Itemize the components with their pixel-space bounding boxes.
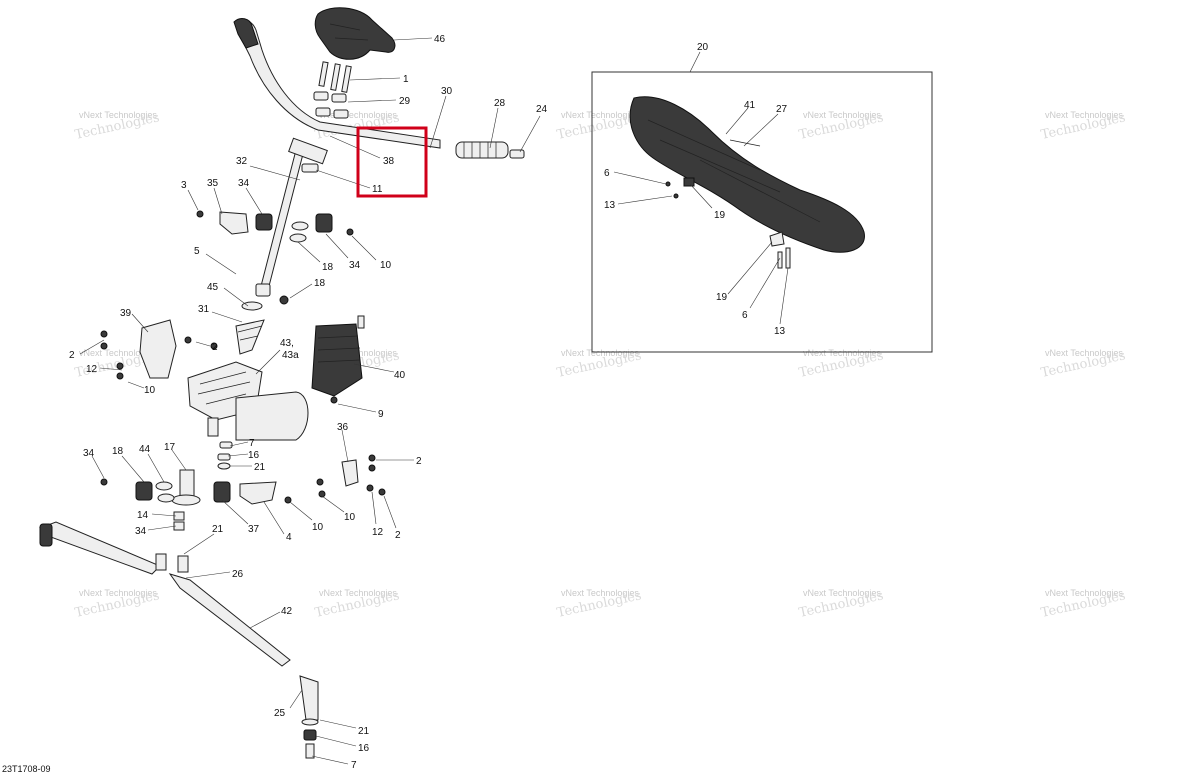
callout-label: 30 bbox=[441, 86, 453, 97]
callout-label: 2 bbox=[395, 530, 401, 541]
bolt-set-part bbox=[318, 61, 352, 93]
steering-column-part bbox=[255, 137, 328, 297]
watermark-text: vNext Technologies bbox=[1045, 588, 1123, 598]
watermark-text: vNext Technologies bbox=[561, 348, 639, 358]
callout-label: 27 bbox=[776, 104, 788, 115]
cover-part bbox=[311, 315, 365, 404]
callout-label: 44 bbox=[139, 444, 151, 455]
highlight-box bbox=[356, 126, 428, 198]
callout-label: 34 bbox=[238, 178, 250, 189]
watermark-text: vNext Technologies bbox=[1045, 348, 1123, 358]
watermark-text: vNext Technologies bbox=[79, 110, 157, 120]
callout-label: 12 bbox=[86, 364, 98, 375]
callout-label: 34 bbox=[135, 526, 147, 537]
callout-label: 24 bbox=[536, 104, 548, 115]
callout-label: 34 bbox=[349, 260, 361, 271]
callout-label: 39 bbox=[120, 308, 132, 319]
callout-label: 26 bbox=[232, 569, 244, 580]
callout-label: 18 bbox=[314, 278, 326, 289]
handlebar-part bbox=[233, 18, 441, 149]
callout-label: 7 bbox=[351, 760, 357, 771]
callout-label: 31 bbox=[198, 304, 210, 315]
callout-label: 1 bbox=[403, 74, 409, 85]
drawing-code: 23T1708-09 bbox=[2, 764, 51, 774]
handlebar-pad-part bbox=[629, 96, 865, 253]
callout-label: 35 bbox=[207, 178, 219, 189]
callout-label: 10 bbox=[380, 260, 392, 271]
callout-label: 38 bbox=[383, 156, 395, 167]
inset-label: 20 bbox=[697, 42, 709, 53]
callout-label: 2 bbox=[212, 342, 218, 353]
callout-label: 21 bbox=[212, 524, 224, 535]
callout-label: 21 bbox=[358, 726, 370, 737]
callout-label: 9 bbox=[378, 409, 384, 420]
watermark-text: vNext Technologies bbox=[319, 110, 397, 120]
watermark-text: vNext Technologies bbox=[803, 588, 881, 598]
handlebar-cover-part bbox=[314, 7, 396, 60]
callout-label: 14 bbox=[137, 510, 149, 521]
callout-label: 13 bbox=[604, 200, 616, 211]
callout-label: 19 bbox=[716, 292, 728, 303]
callout-label: 16 bbox=[358, 743, 370, 754]
callout-label: 19 bbox=[714, 210, 726, 221]
callout-label: 43a bbox=[282, 350, 299, 361]
callout-label: 21 bbox=[254, 462, 266, 473]
callout-labels: 46 1 29 30 28 24 38 11 32 3 35 34 34 18 … bbox=[69, 34, 788, 771]
watermark-text: vNext Technologies bbox=[803, 110, 881, 120]
right-bracket-part bbox=[316, 454, 386, 498]
callout-label: 42 bbox=[281, 606, 293, 617]
watermark-text: vNext Technologies bbox=[1045, 110, 1123, 120]
callout-label: 28 bbox=[494, 98, 506, 109]
callout-label: 10 bbox=[312, 522, 324, 533]
callout-label: 37 bbox=[248, 524, 260, 535]
callout-label: 46 bbox=[434, 34, 446, 45]
watermark-text: vNext Technologies bbox=[319, 588, 397, 598]
callout-label: 3 bbox=[181, 180, 187, 191]
callout-label: 10 bbox=[144, 385, 156, 396]
callout-label: 12 bbox=[372, 527, 384, 538]
mount-bracket-part bbox=[100, 319, 218, 380]
callout-label: 7 bbox=[249, 438, 255, 449]
callout-label: 6 bbox=[604, 168, 610, 179]
watermark-text: vNext Technologies bbox=[79, 348, 157, 358]
callout-label: 2 bbox=[69, 350, 75, 361]
callout-label: 32 bbox=[236, 156, 248, 167]
inset-box bbox=[591, 71, 933, 353]
callout-label: 43, bbox=[280, 338, 294, 349]
callout-label: 10 bbox=[344, 512, 356, 523]
callout-label: 40 bbox=[394, 370, 406, 381]
callout-label: 41 bbox=[744, 100, 756, 111]
power-steering-unit-part bbox=[187, 361, 309, 441]
column-bracket-parts bbox=[196, 210, 354, 305]
tie-rod-parts bbox=[39, 521, 319, 759]
callout-label: 34 bbox=[83, 448, 95, 459]
grip-part bbox=[455, 141, 525, 159]
lower-shaft-parts bbox=[100, 441, 292, 531]
boot-part bbox=[235, 301, 265, 355]
watermark-text: vNext Technologies bbox=[79, 588, 157, 598]
callout-label: 2 bbox=[416, 456, 422, 467]
callout-label: 36 bbox=[337, 422, 349, 433]
leader-lines bbox=[79, 37, 789, 765]
callout-label: 18 bbox=[322, 262, 334, 273]
callout-label: 45 bbox=[207, 282, 219, 293]
watermark-text: vNext Technologies bbox=[803, 348, 881, 358]
callout-label: 13 bbox=[774, 326, 786, 337]
callout-label: 16 bbox=[248, 450, 260, 461]
watermark-text: vNext Technologies bbox=[561, 588, 639, 598]
callout-label: 5 bbox=[194, 246, 200, 257]
callout-label: 4 bbox=[286, 532, 292, 543]
callout-label: 18 bbox=[112, 446, 124, 457]
callout-label: 17 bbox=[164, 442, 176, 453]
callout-label: 25 bbox=[274, 708, 286, 719]
callout-label: 11 bbox=[372, 184, 383, 195]
callout-label: 29 bbox=[399, 96, 411, 107]
callout-label: 6 bbox=[742, 310, 748, 321]
clamp-part bbox=[313, 91, 349, 119]
watermark-text: vNext Technologies bbox=[561, 110, 639, 120]
